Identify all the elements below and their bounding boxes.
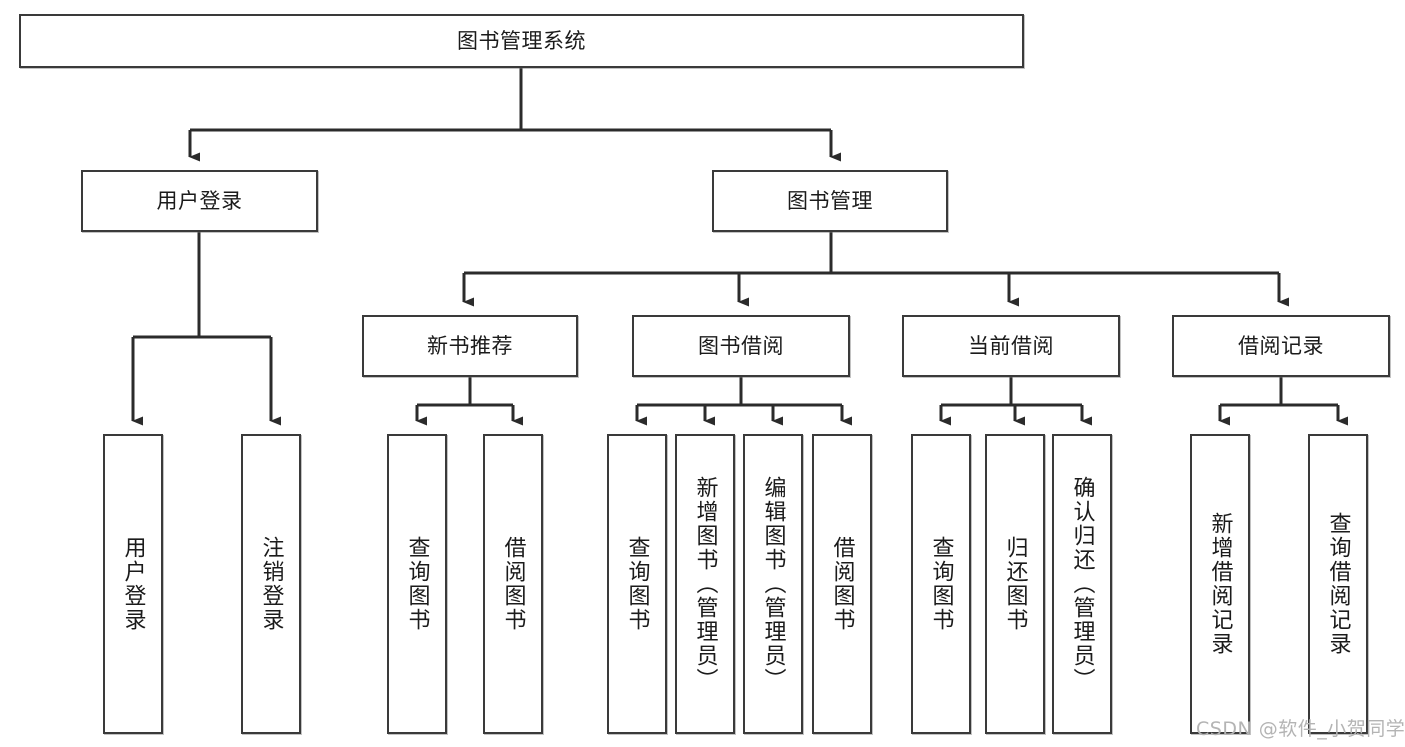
node-root[interactable]: 图书管理系统 bbox=[19, 14, 1024, 68]
node-leaf-10[interactable]: 归还图书 bbox=[985, 434, 1045, 734]
node-label: 归还图书 bbox=[1002, 536, 1028, 632]
node-label: 新增借阅记录 bbox=[1207, 512, 1233, 656]
node-leaf-9[interactable]: 查询图书 bbox=[911, 434, 971, 734]
node-book-manage[interactable]: 图书管理 bbox=[712, 170, 948, 232]
node-label: 图书管理系统 bbox=[457, 28, 586, 53]
node-leaf-4[interactable]: 借阅图书 bbox=[483, 434, 543, 734]
node-new-book-rec[interactable]: 新书推荐 bbox=[362, 315, 578, 377]
node-label: 当前借阅 bbox=[968, 333, 1054, 358]
node-label: 新书推荐 bbox=[427, 333, 513, 358]
node-leaf-8[interactable]: 借阅图书 bbox=[812, 434, 872, 734]
node-user-login[interactable]: 用户登录 bbox=[81, 170, 318, 232]
node-label: 用户登录 bbox=[156, 188, 243, 213]
node-label: 确认归还（管理员） bbox=[1069, 476, 1095, 692]
node-label: 注销登录 bbox=[258, 536, 284, 632]
node-cur-borrow[interactable]: 当前借阅 bbox=[902, 315, 1120, 377]
node-leaf-7[interactable]: 编辑图书（管理员） bbox=[743, 434, 803, 734]
node-label: 查询借阅记录 bbox=[1325, 512, 1351, 656]
node-label: 新增图书（管理员） bbox=[692, 476, 718, 692]
csdn-watermark: CSDN @软件_小贺同学 bbox=[1196, 718, 1405, 740]
node-leaf-6[interactable]: 新增图书（管理员） bbox=[675, 434, 735, 734]
node-label: 查询图书 bbox=[928, 536, 954, 632]
node-leaf-2[interactable]: 注销登录 bbox=[241, 434, 301, 734]
node-label: 图书借阅 bbox=[698, 333, 784, 358]
node-leaf-12[interactable]: 新增借阅记录 bbox=[1190, 434, 1250, 734]
node-label: 编辑图书（管理员） bbox=[760, 476, 786, 692]
node-label: 借阅图书 bbox=[829, 536, 855, 632]
node-label: 查询图书 bbox=[404, 536, 430, 632]
node-leaf-1[interactable]: 用户登录 bbox=[103, 434, 163, 734]
node-borrow-log[interactable]: 借阅记录 bbox=[1172, 315, 1390, 377]
node-label: 查询图书 bbox=[624, 536, 650, 632]
node-leaf-11[interactable]: 确认归还（管理员） bbox=[1052, 434, 1112, 734]
node-book-borrow[interactable]: 图书借阅 bbox=[632, 315, 850, 377]
node-leaf-5[interactable]: 查询图书 bbox=[607, 434, 667, 734]
node-leaf-13[interactable]: 查询借阅记录 bbox=[1308, 434, 1368, 734]
node-label: 用户登录 bbox=[120, 536, 146, 632]
node-label: 图书管理 bbox=[787, 188, 873, 213]
node-label: 借阅图书 bbox=[500, 536, 526, 632]
node-label: 借阅记录 bbox=[1238, 333, 1324, 358]
node-leaf-3[interactable]: 查询图书 bbox=[387, 434, 447, 734]
